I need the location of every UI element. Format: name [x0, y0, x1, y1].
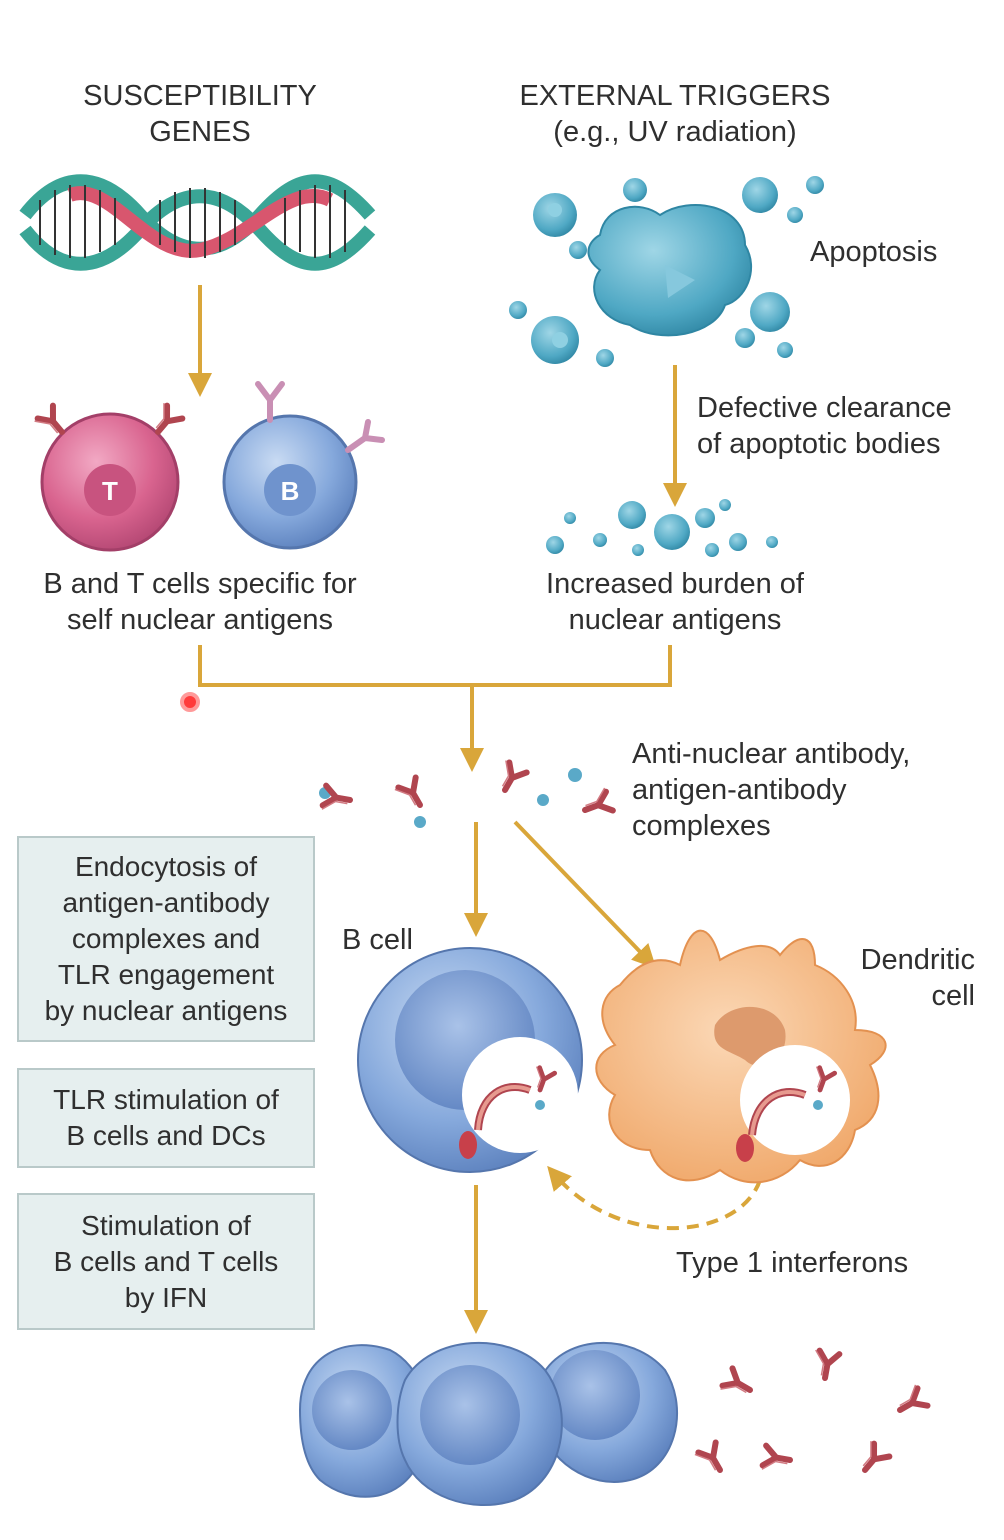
apoptosis-label: Apoptosis — [810, 236, 938, 268]
secreted-antibodies-icon — [695, 1350, 928, 1477]
svg-text:B: B — [281, 476, 300, 506]
dna-helix-icon — [19, 174, 376, 271]
external-triggers-heading: EXTERNAL TRIGGERS(e.g., UV radiation) — [519, 80, 831, 148]
type1-interferons-label: Type 1 interferons — [676, 1247, 909, 1279]
b-cell-top-icon: B — [222, 381, 385, 550]
flow-arrows — [188, 285, 762, 1334]
pointer-dot-icon — [180, 692, 200, 712]
svg-text:T: T — [102, 476, 118, 506]
t-cell-icon: T — [35, 403, 183, 552]
nuclear-antigens-icon — [546, 499, 778, 557]
dendritic-cell-icon — [595, 929, 887, 1184]
apoptotic-cell-icon — [509, 176, 824, 367]
antibody-complexes-icon — [319, 760, 613, 828]
b-cell-icon — [357, 947, 583, 1173]
plasma-cells-icon — [298, 1341, 679, 1506]
b-cell-label: B cell — [342, 924, 413, 956]
